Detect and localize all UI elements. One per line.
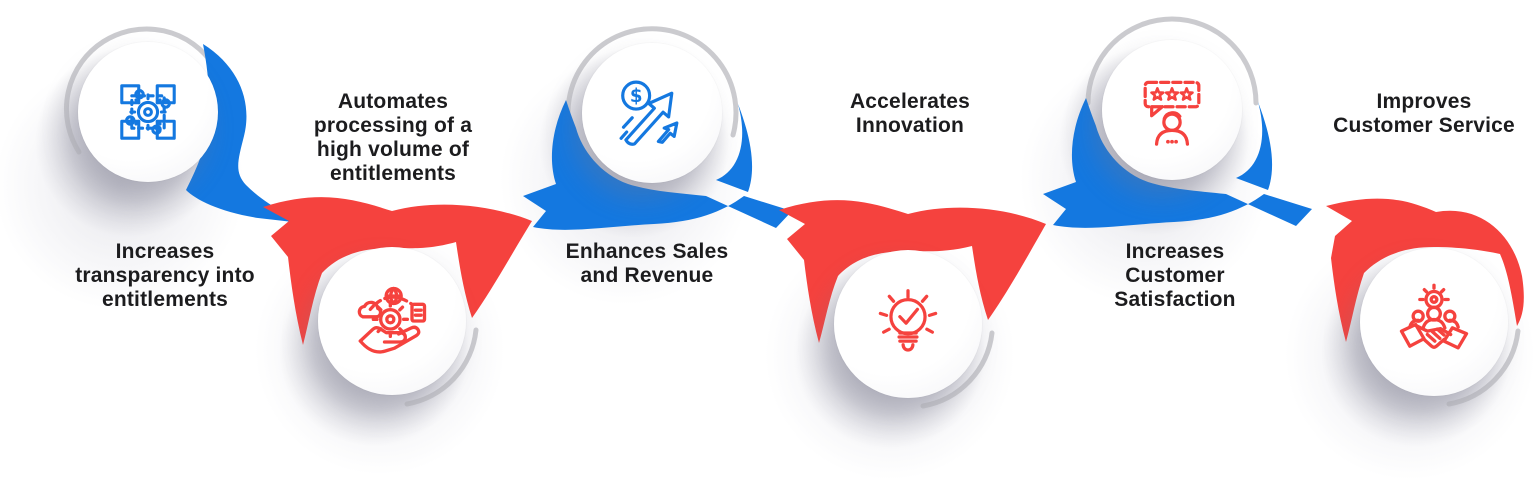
blue-swoosh-3-limb [716, 104, 753, 192]
step-circle-3: $ [582, 43, 722, 183]
ring-arc-6 [1446, 328, 1521, 407]
label-line: Automates [337, 90, 449, 113]
item-label-3: Enhances Sales and Revenue [542, 240, 752, 288]
ring-arc-3 [565, 26, 739, 138]
label-line: Satisfaction [1114, 288, 1236, 311]
blue-swoosh-3 [523, 100, 792, 230]
step-circle-1 [78, 42, 218, 182]
label-line: high volume of [316, 138, 470, 161]
label-line: Innovation [855, 114, 965, 137]
ring-arc-5 [1085, 16, 1259, 106]
item-label-2: Automates processing of a high volume of… [288, 90, 498, 186]
label-line: Customer Service [1333, 114, 1515, 137]
ring-arc-2 [404, 327, 479, 407]
label-line: entitlements [101, 288, 229, 311]
item-label-6: Improves Customer Service [1319, 90, 1529, 138]
lightbulb-check-idea-icon [878, 289, 938, 352]
label-line: Increases [115, 240, 215, 263]
handshake-partnership-icon [1399, 283, 1469, 350]
puzzle-gear-integration-icon [120, 84, 176, 140]
customer-review-stars-icon [1143, 80, 1201, 146]
step-circle-5 [1102, 40, 1242, 180]
blue-swoosh-5 [1043, 98, 1312, 228]
step-circle-2 [318, 247, 466, 395]
label-line: Increases [1125, 240, 1225, 263]
label-line: Enhances Sales [565, 240, 729, 263]
label-line: and Revenue [580, 264, 714, 287]
hand-gear-automation-icon [357, 286, 427, 354]
red-swoosh-6 [1326, 198, 1524, 342]
red-swoosh-4 [779, 200, 1046, 343]
dollar-sign: $ [630, 86, 643, 107]
red-swoosh-2 [263, 197, 532, 345]
blue-swoosh-5-limb [1236, 102, 1273, 190]
label-line: entitlements [329, 162, 457, 185]
label-line: Accelerates [849, 90, 971, 113]
step-circle-6 [1360, 248, 1508, 396]
item-label-1: Increases transparency into entitlements [60, 240, 270, 312]
ring-arc-1 [63, 26, 217, 155]
label-line: processing of a [313, 114, 473, 137]
item-label-4: Accelerates Innovation [805, 90, 1015, 138]
step-circle-4 [834, 250, 982, 398]
label-line: Customer [1125, 264, 1225, 287]
label-line: Improves [1376, 90, 1472, 113]
ring-arc-4 [920, 330, 995, 409]
dollar-growth-arrow-icon: $ [619, 80, 679, 146]
item-label-5: Increases Customer Satisfaction [1070, 240, 1280, 312]
label-line: transparency into [75, 264, 255, 287]
